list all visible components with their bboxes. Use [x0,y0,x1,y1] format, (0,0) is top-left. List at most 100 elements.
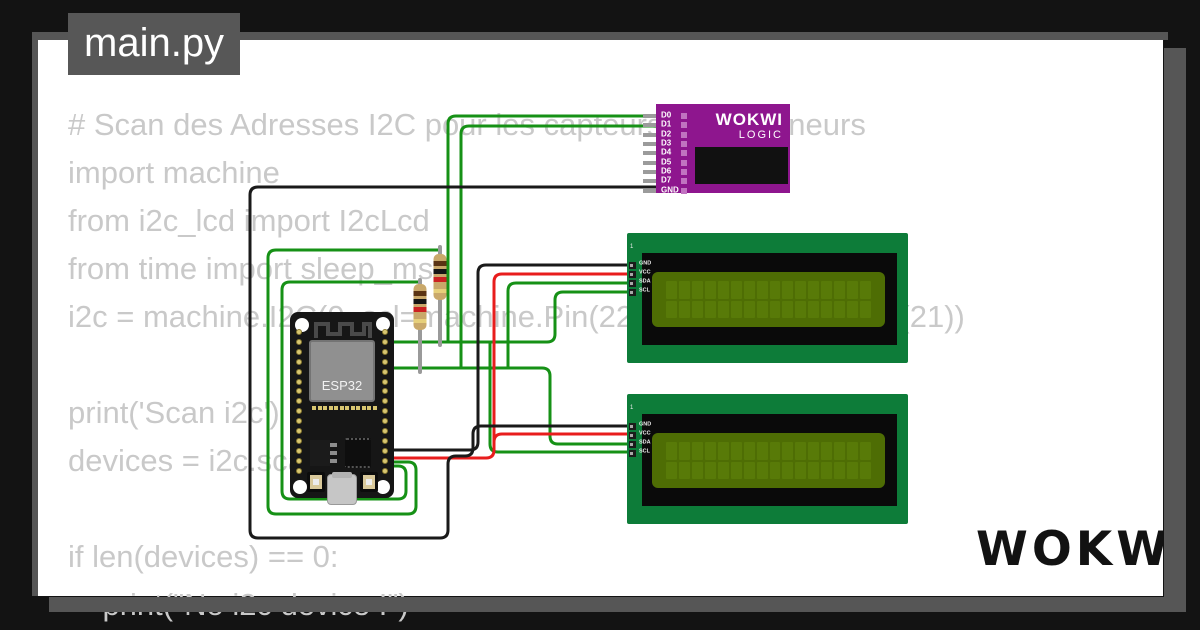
lcd-cell [666,300,677,318]
pin-pad [681,187,687,194]
pin-pad [629,280,636,287]
lcd-pin-gnd: GND [629,260,689,270]
lcd-cell [743,281,755,299]
lcd-cell [691,442,703,460]
pin-leg [643,160,656,165]
lcd-cell [834,442,846,460]
lcd-cell [704,461,716,479]
lcd-cell [678,300,690,318]
pin-label: VCC [639,430,651,437]
pin-label: SCL [639,287,650,294]
lcd-cell [704,442,716,460]
shield-castellation [367,406,371,410]
shield-castellation [361,406,366,410]
lcd-cell [769,461,781,479]
esp32-pin [296,457,302,464]
resistor-1[interactable] [433,254,447,300]
logic-pin-d3: D3 [643,139,703,148]
regulator-leg [330,459,337,463]
esp32-pin [296,329,302,335]
pin-label: D3 [661,139,672,148]
en-button[interactable] [307,472,325,492]
lcd-cell [691,461,703,479]
lcd-cell [808,461,820,479]
pin-pad [681,159,687,166]
lcd-cell [782,281,794,299]
lcd-cell [769,300,781,318]
pin-pad [629,432,636,439]
wire-sda-lcd1 [506,281,638,370]
esp32-pin [296,338,302,345]
lcd-cell [847,281,859,299]
pin-pad [681,178,687,185]
logic-pin-d5: D5 [643,158,703,167]
logic-pin-d7: D7 [643,176,703,186]
lcd-cell [795,461,807,479]
logic-pin-d4: D4 [643,148,703,158]
esp32-pin [296,388,302,395]
wokwi-logo: WOKWI [976,522,1194,577]
pin-label: D1 [661,120,672,130]
lcd-screen [652,272,885,327]
lcd-cell [730,442,742,460]
lcd-pin-gnd: GND [629,421,689,431]
code-listing: # Scan des Adresses I2C pour les capteur… [68,101,1128,629]
page-sheet [37,40,1163,596]
shield-castellation [312,406,316,410]
lcd-cell [808,281,820,299]
lcd-cell [834,300,846,318]
lcd-cell [860,281,871,299]
lcd-character-grid [666,281,871,318]
code-line: import machine [68,155,280,190]
pin1-index-label: 1 [630,243,634,250]
wire-vcc-lcd1 [386,272,638,460]
lcd-cell [756,442,768,460]
lcd-cell [847,300,859,318]
pin-pad [681,141,687,148]
mount-hole [293,480,307,494]
lcd-character-grid [666,442,871,479]
pin-label: GND [639,421,652,428]
mount-hole [376,480,390,494]
pin-label: D7 [661,176,672,186]
esp32-pin [382,447,388,454]
wire-loop-outer [266,248,442,516]
lcd-cell [821,442,833,460]
pin-label: D4 [661,148,672,158]
wire-logic-d0 [446,114,658,344]
lcd-pin-sda: SDA [629,439,689,449]
pin-pad [681,131,687,138]
mount-hole [295,318,309,332]
lcd-pin-sda: SDA [629,278,689,288]
frame-border-left [32,32,38,596]
pin-pad [629,262,636,269]
esp32-pin [382,338,388,345]
logic-analyzer-screen [695,147,788,184]
pin-label: D2 [661,129,672,139]
logic-pin-d1: D1 [643,120,703,130]
lcd-cell [860,300,871,318]
esp32-board[interactable]: ESP32 [290,312,394,505]
esp32-pin [382,418,388,425]
boot-button[interactable] [360,472,378,492]
lcd-cell [834,461,846,479]
regulator-leg [330,443,337,447]
resistor-2[interactable] [413,284,427,330]
esp32-pin [382,428,388,434]
file-tab[interactable]: main.py [68,13,240,75]
frame-shadow-right [1164,48,1186,612]
wire-sda-lcd2 [386,366,638,446]
lcd-pin-vcc: VCC [629,430,689,440]
pin-label: D0 [661,111,672,120]
lcd-cell [860,442,871,460]
esp32-pin [382,348,388,355]
lcd-bezel [642,414,897,506]
esp32-pin [296,447,302,454]
frame-shadow-bottom [49,597,1186,612]
lcd-cell [730,461,742,479]
pin-label: D6 [661,167,672,176]
lcd-cell [678,281,690,299]
